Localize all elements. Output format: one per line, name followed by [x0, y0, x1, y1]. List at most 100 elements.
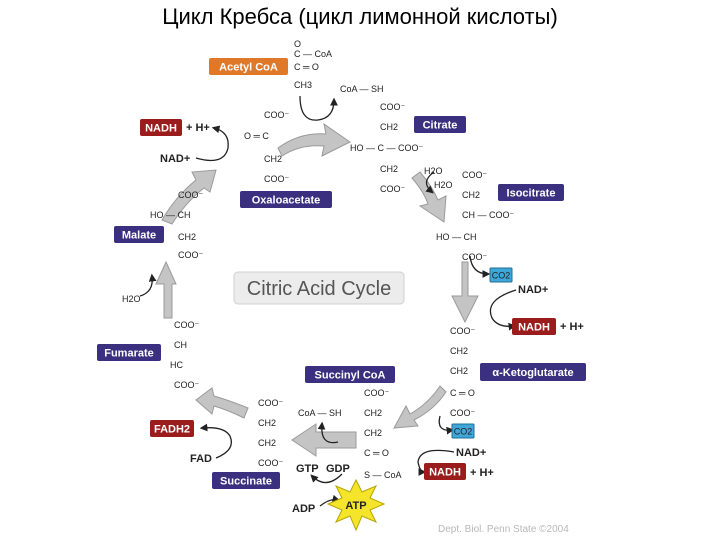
svg-text:NADH: NADH — [429, 467, 461, 479]
svg-text:Isocitrate: Isocitrate — [507, 188, 556, 200]
atp-starburst: ATP — [326, 478, 386, 532]
svg-text:CH3: CH3 — [294, 80, 312, 90]
h2o-fumarate: H2O — [122, 294, 141, 304]
svg-text:O: O — [294, 39, 301, 49]
h2o-citrate-1: H2O — [424, 166, 443, 176]
svg-text:COO⁻: COO⁻ — [264, 110, 290, 120]
svg-text:HC: HC — [170, 360, 183, 370]
arrow-gdp-to-gtp — [310, 473, 343, 484]
arrow-nad-to-nadh-1 — [195, 125, 229, 162]
coa-sh-2: CoA — SH — [298, 408, 342, 418]
svg-text:O ═ C: O ═ C — [244, 131, 269, 141]
svg-text:CH: CH — [174, 340, 187, 350]
svg-text:NADH: NADH — [145, 123, 177, 135]
h2o-citrate-2: H2O — [434, 180, 453, 190]
svg-text:COO⁻: COO⁻ — [258, 398, 284, 408]
arrow-water-citrate — [425, 171, 435, 194]
svg-text:COO⁻: COO⁻ — [258, 458, 284, 468]
nadh-1-h: + H+ — [186, 122, 210, 134]
svg-text:Acetyl CoA: Acetyl CoA — [219, 62, 278, 74]
succinate-label: Succinate — [212, 472, 280, 489]
svg-text:COO⁻: COO⁻ — [174, 380, 200, 390]
svg-text:COO⁻: COO⁻ — [380, 102, 406, 112]
svg-text:Malate: Malate — [122, 230, 156, 242]
svg-text:COO⁻: COO⁻ — [178, 250, 204, 260]
succinate-structure: COO⁻ CH2 CH2 COO⁻ — [258, 398, 284, 468]
cofactor-texts: + H+ NAD+ + H+ NAD+ + H+ NAD+ FAD GTP GD… — [122, 84, 584, 515]
acetyl-coa-label: Acetyl CoA — [209, 58, 288, 75]
svg-text:CH2: CH2 — [258, 438, 276, 448]
svg-text:Oxaloacetate: Oxaloacetate — [252, 195, 320, 207]
malate-structure: COO⁻ HO — CH CH2 COO⁻ — [150, 190, 204, 260]
svg-text:HO — C — COO⁻: HO — C — COO⁻ — [350, 143, 424, 153]
svg-text:CO2: CO2 — [492, 271, 511, 281]
fad: FAD — [190, 453, 212, 465]
credit-text: Dept. Biol. Penn State ©2004 — [438, 524, 569, 535]
svg-text:C — CoA: C — CoA — [294, 49, 332, 59]
svg-text:Succinate: Succinate — [220, 476, 272, 488]
fadh2-box: FADH2 — [150, 420, 194, 437]
cycle-arrow-succinyl-to-succinate — [291, 423, 357, 457]
malate-label: Malate — [114, 226, 164, 243]
adp: ADP — [292, 503, 315, 515]
svg-text:Fumarate: Fumarate — [104, 348, 154, 360]
svg-text:NADH: NADH — [518, 322, 550, 334]
svg-text:COO⁻: COO⁻ — [462, 170, 488, 180]
svg-text:CH2: CH2 — [364, 408, 382, 418]
succinyl-coa-structure: COO⁻ CH2 CH2 C ═ O S — CoA — [364, 388, 402, 480]
isocitrate-structure: COO⁻ CH2 CH — COO⁻ HO — CH COO⁻ — [436, 170, 515, 262]
svg-text:CH2: CH2 — [462, 190, 480, 200]
fumarate-structure: COO⁻ CH HC COO⁻ — [170, 320, 200, 390]
co2-box-2: CO2 — [451, 423, 475, 439]
co2-box-1: CO2 — [489, 267, 513, 283]
cycle-arrow-citrate-to-isocitrate — [411, 171, 447, 223]
cycle-arrow-succinate-to-fumarate — [195, 387, 249, 419]
nadh-box-1: NADH — [140, 119, 182, 136]
arrow-nad-to-nadh-3 — [417, 449, 455, 476]
cycle-arrows — [155, 122, 479, 457]
nadh-box-2: NADH — [512, 318, 556, 335]
cycle-arrow-isocitrate-to-akg — [451, 261, 479, 324]
svg-text:Citrate: Citrate — [423, 120, 458, 132]
svg-text:COO⁻: COO⁻ — [462, 252, 488, 262]
svg-text:CH2: CH2 — [380, 122, 398, 132]
center-label: Citric Acid Cycle — [247, 278, 391, 300]
svg-text:CH2: CH2 — [178, 232, 196, 242]
svg-text:CH — COO⁻: CH — COO⁻ — [462, 210, 515, 220]
svg-text:FADH2: FADH2 — [154, 424, 190, 436]
svg-text:COO⁻: COO⁻ — [380, 184, 406, 194]
nadh-3-h: + H+ — [470, 467, 494, 479]
acetyl-coa-structure: O C — CoA C ═ O CH3 — [294, 39, 332, 90]
svg-text:CH2: CH2 — [450, 346, 468, 356]
nadh-box-3: NADH — [424, 463, 466, 480]
svg-text:CH2: CH2 — [380, 164, 398, 174]
nadh-2-h: + H+ — [560, 321, 584, 333]
fumarate-label: Fumarate — [97, 344, 161, 361]
arrow-acetyl-coa-release — [299, 95, 338, 121]
cycle-arrow-oxaloacetate-to-citrate — [277, 122, 351, 157]
arrow-nad-to-nadh-2 — [489, 289, 517, 331]
svg-text:COO⁻: COO⁻ — [364, 388, 390, 398]
svg-text:COO⁻: COO⁻ — [174, 320, 200, 330]
nad-2: NAD+ — [518, 284, 548, 296]
svg-text:Succinyl CoA: Succinyl CoA — [315, 370, 386, 382]
succinyl-coa-label: Succinyl CoA — [305, 366, 395, 383]
cofactor-boxes: NADH NADH NADH FADH2 CO2 CO2 ATP — [140, 119, 556, 532]
isocitrate-label: Isocitrate — [498, 184, 564, 201]
svg-text:C ═ O: C ═ O — [450, 388, 475, 398]
cycle-arrow-malate-to-oxaloacetate — [161, 169, 217, 225]
citrate-structure: COO⁻ CH2 HO — C — COO⁻ CH2 COO⁻ — [350, 102, 424, 194]
svg-text:HO — CH: HO — CH — [436, 232, 477, 242]
nad-3: NAD+ — [456, 447, 486, 459]
svg-text:CH2: CH2 — [264, 154, 282, 164]
svg-text:COO⁻: COO⁻ — [264, 174, 290, 184]
arrow-co2-release-2 — [438, 415, 455, 435]
svg-text:CO2: CO2 — [454, 427, 473, 437]
coa-sh-1: CoA — SH — [340, 84, 384, 94]
svg-text:COO⁻: COO⁻ — [450, 408, 476, 418]
svg-text:α-Ketoglutarate: α-Ketoglutarate — [492, 367, 573, 379]
svg-text:CH2: CH2 — [364, 428, 382, 438]
svg-text:COO⁻: COO⁻ — [178, 190, 204, 200]
svg-text:ATP: ATP — [345, 500, 366, 512]
